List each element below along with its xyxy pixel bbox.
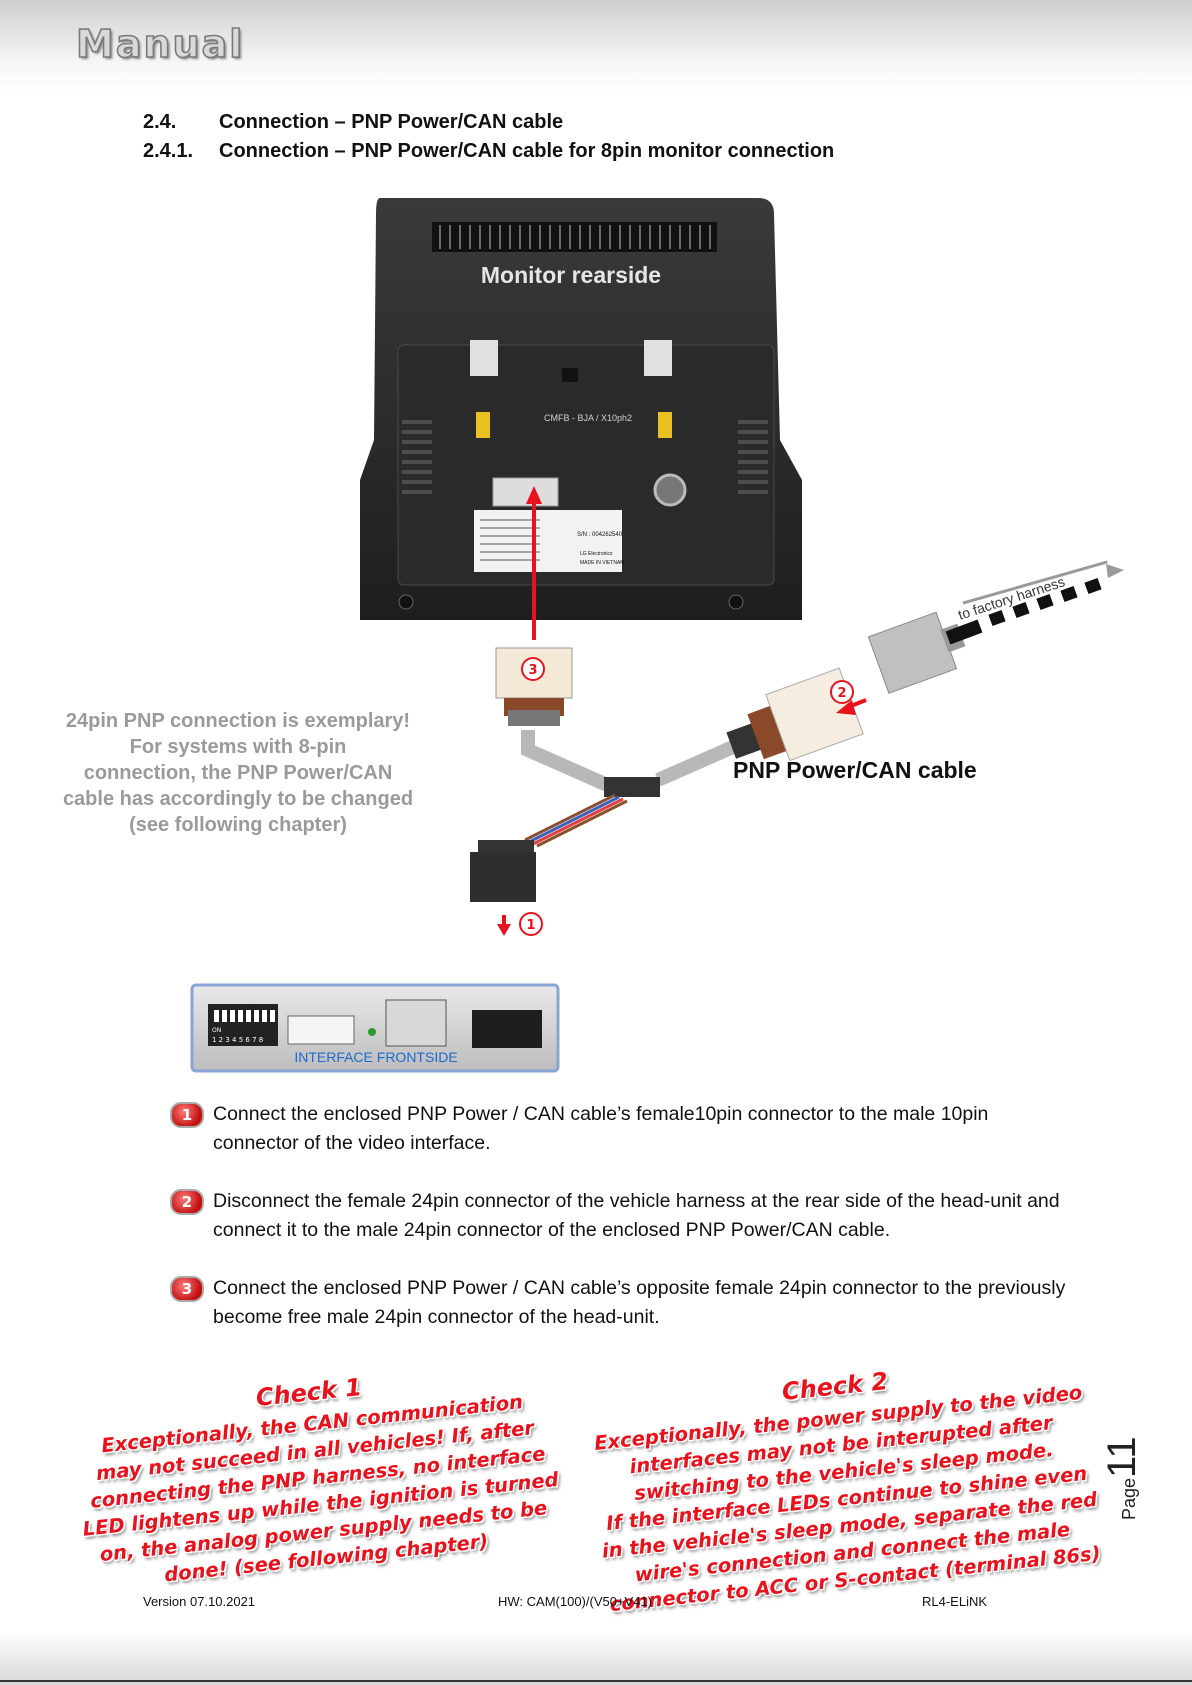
footer-band [0,1632,1192,1685]
step-1: 1 Connect the enclosed PNP Power / CAN c… [170,1100,1070,1158]
to-factory-arrow [1106,564,1124,578]
label-made-in: MADE IN VIETNAM [580,560,624,566]
connection-diagram: Monitor rearside CMFB - BJA / X10ph2 S/N… [190,198,1124,1073]
section-heading-2-4-1: 2.4.1. Connection – PNP Power/CAN cable f… [143,140,834,163]
connector-10pin-collar [478,840,534,854]
interface-label: INTERFACE FRONTSIDE [294,1049,457,1065]
marker-1: 1 [519,912,543,936]
svg-text:2: 2 [837,686,846,701]
label-brand: LG Electronics [580,551,613,557]
footer-product: RL4-ELiNK [922,1594,988,1609]
dashed-harness [988,577,1102,627]
step-number-badge: 3 [170,1276,204,1302]
footer-rule [0,1680,1192,1682]
cable-junction [604,777,660,797]
step-number-badge: 1 [170,1102,204,1128]
marker-3: 3 [521,657,545,681]
note-line: connection, the PNP Power/CAN [83,762,393,784]
footer-hardware: HW: CAM(100)/(V50+V41) [498,1594,653,1609]
monitor-rearside: Monitor rearside CMFB - BJA / X10ph2 S/N… [360,198,802,620]
step-text: Connect the enclosed PNP Power / CAN cab… [213,1277,1066,1328]
page-word: Page [1119,1477,1139,1520]
step-text: Disconnect the female 24pin connector of… [213,1190,1060,1241]
connector-10pin-female [470,852,536,902]
arrow-2-head [836,700,856,715]
note-line: For systems with 8-pin [129,736,347,758]
step-text: Connect the enclosed PNP Power / CAN cab… [213,1103,989,1154]
section-number: 2.4. [143,111,177,133]
sleeve [508,710,560,726]
monitor-sticker-code: CMFB - BJA / X10ph2 [544,413,632,423]
section-title: Connection – PNP Power/CAN cable for 8pi… [219,140,835,162]
arrow-1-head [497,924,511,936]
page-number: Page11 [1100,1420,1180,1520]
header-band [0,0,1192,92]
dip-numbers: 1 2 3 4 5 6 7 8 [212,1036,263,1044]
cable-branch-top [521,730,617,795]
dip-on: ON [212,1027,221,1034]
manual-logo: Manual [75,21,245,67]
note-line: cable has accordingly to be changed [62,788,414,810]
cable-branch-right [655,736,745,787]
label-sn: S/N : 004262540 [577,532,623,538]
section-number: 2.4.1. [143,140,194,162]
vehicle-harness-connector [867,611,966,694]
note-line: (see following chapter) [129,814,347,836]
step-3: 3 Connect the enclosed PNP Power / CAN c… [170,1274,1070,1332]
cable-label: PNP Power/CAN cable [733,757,977,783]
check-2-callout: Check 2 Exceptionally, the power supply … [545,1342,1145,1622]
svg-text:3: 3 [528,663,537,678]
step-number-badge: 2 [170,1189,204,1215]
instruction-steps: 1 Connect the enclosed PNP Power / CAN c… [170,1100,1070,1361]
exemplary-note: 24pin PNP connection is exemplary! For s… [38,708,438,838]
note-line: 24pin PNP connection is exemplary! [65,710,411,732]
footer-version: Version 07.10.2021 [143,1594,256,1609]
interface-frontside: 1 2 3 4 5 6 7 8 ON INTERFACE FRONTSIDE [190,983,560,1073]
page-number-value: 11 [1100,1436,1144,1478]
arrow-3-head [526,486,542,504]
step-2: 2 Disconnect the female 24pin connector … [170,1187,1070,1245]
section-title: Connection – PNP Power/CAN cable [219,111,564,133]
svg-text:1: 1 [526,918,535,933]
section-heading-2-4: 2.4. Connection – PNP Power/CAN cable [143,111,563,134]
marker-2: 2 [830,680,854,704]
check-1-callout: Check 1 Exceptionally, the CAN communica… [41,1351,593,1600]
monitor-label: Monitor rearside [481,262,661,288]
